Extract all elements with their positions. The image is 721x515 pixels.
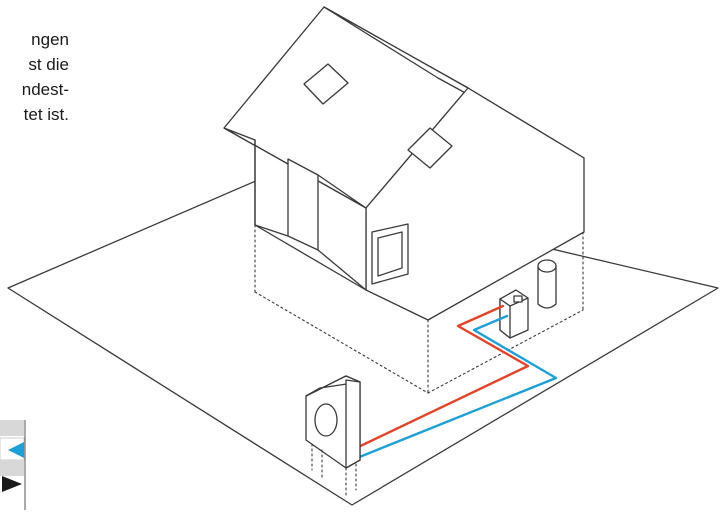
caption-line-1: ngen [31,30,69,49]
heating-pipes [350,304,558,462]
legend-tab-graphic [0,420,26,510]
roof-window-right [407,127,453,169]
caption-line-4: tet ist. [23,105,69,124]
flow-pipe [350,304,530,452]
caption-text: ngen st die ndest- tet ist. [0,27,69,127]
return-pipe [350,314,558,462]
legend-tab [0,420,26,510]
foundation-outline [254,224,584,394]
house-icon [223,6,585,321]
roof-window-left [303,63,349,105]
indoor-unit-icon [499,289,529,339]
caption-line-2: st die [28,55,69,74]
hot-water-tank-icon [537,259,557,309]
bay-window-block [287,158,319,251]
caption-line-3: ndest- [21,80,69,99]
heat-pump-outdoor-unit-icon [305,375,361,497]
